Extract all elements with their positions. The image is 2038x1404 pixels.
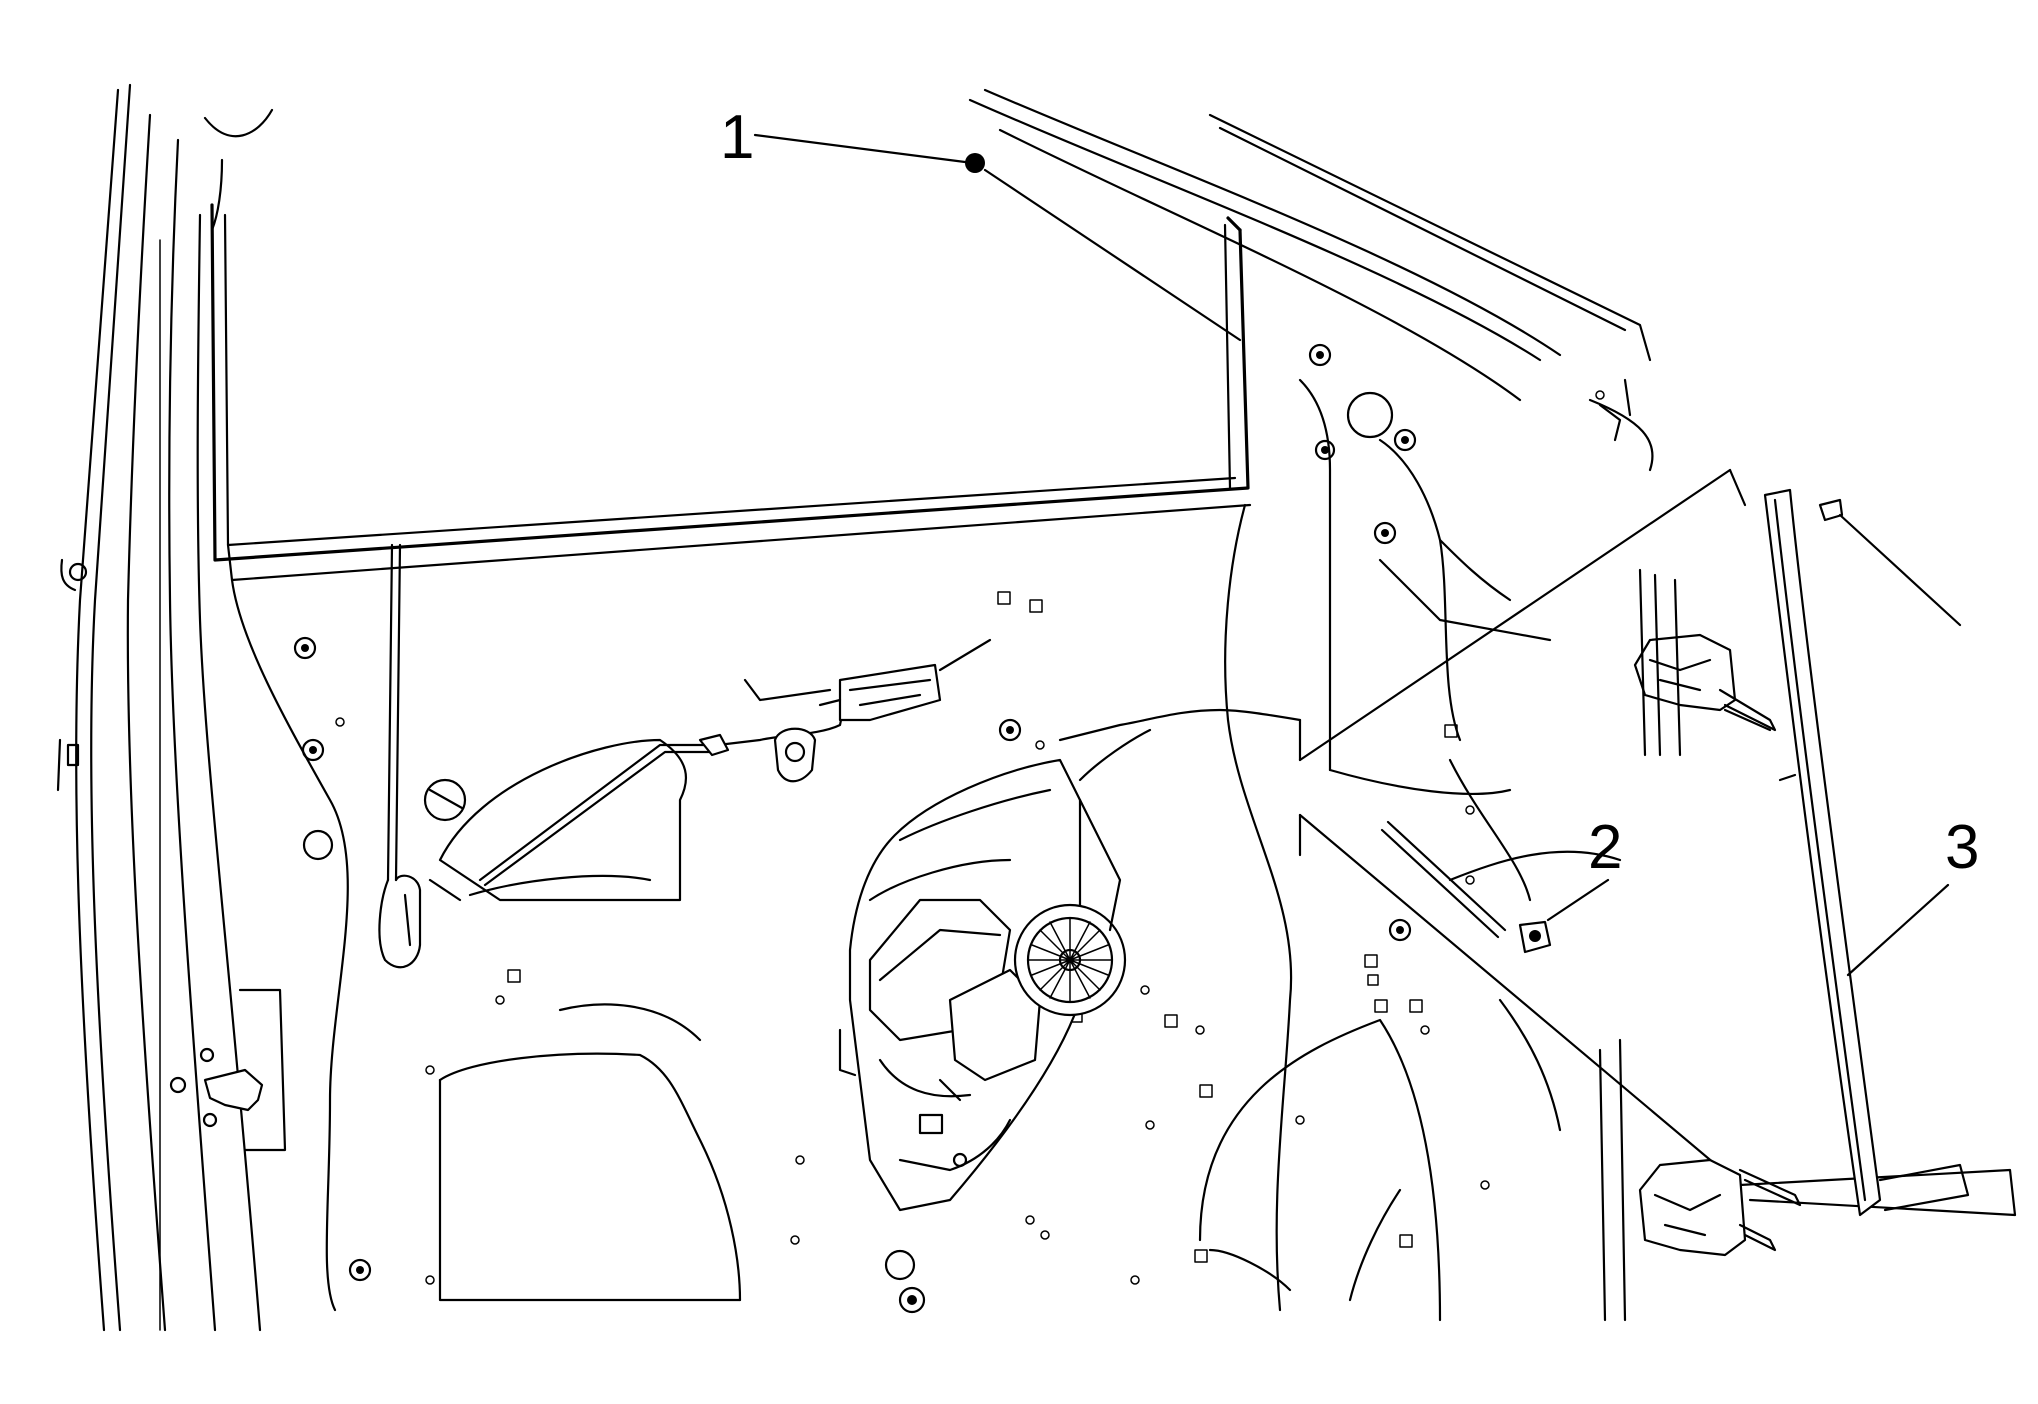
window-channel-strip <box>1763 488 1970 1217</box>
rear-hinge-upper <box>1623 378 1777 757</box>
callout-2: 2 <box>1518 813 1622 954</box>
callout-3-label: 3 <box>1945 813 1979 882</box>
door-module-panel <box>1058 468 2017 1217</box>
window-frame <box>210 88 1654 582</box>
callout-1: 1 <box>720 103 1242 342</box>
callout-2-label: 2 <box>1588 813 1622 882</box>
window-regulator-motor <box>838 728 1152 1212</box>
callout-3: 3 <box>1846 813 1979 977</box>
lock-rod-linkage <box>378 543 992 969</box>
hinge-pillar <box>56 83 287 1332</box>
rear-hinge-lower <box>1598 1038 1802 1322</box>
callout-1-label: 1 <box>720 103 754 172</box>
door-inner-panel <box>230 378 1622 1322</box>
